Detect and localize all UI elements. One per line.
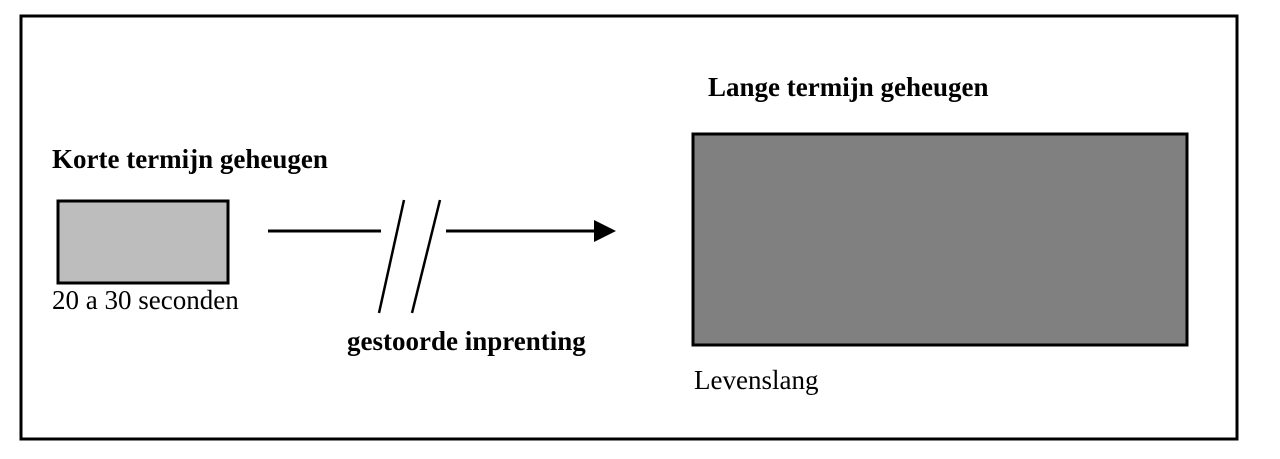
break-slash-1 xyxy=(377,199,406,314)
break-slash-2 xyxy=(410,199,442,314)
short-term-box xyxy=(56,199,230,285)
blocked-arrow xyxy=(268,199,616,314)
transfer-label: gestoorde inprenting xyxy=(347,326,586,356)
long-term-box xyxy=(691,132,1189,347)
long-term-title: Lange termijn geheugen xyxy=(708,72,988,102)
short-term-duration: 20 a 30 seconden xyxy=(52,285,239,315)
arrowhead-icon xyxy=(594,220,616,242)
short-term-title: Korte termijn geheugen xyxy=(52,144,328,174)
long-term-duration: Levenslang xyxy=(694,365,818,395)
